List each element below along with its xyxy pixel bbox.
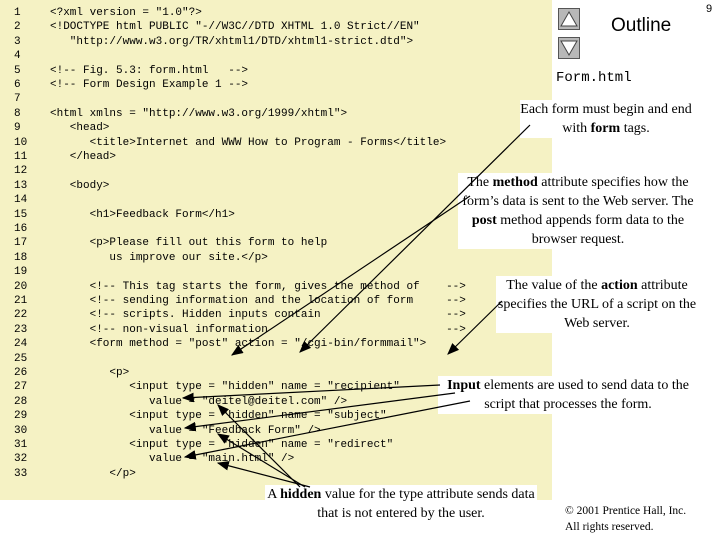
line-number: 6 (14, 79, 21, 91)
line-number: 20 (14, 280, 28, 293)
code-line: <p> (50, 367, 130, 379)
copyright-line-1: © 2001 Prentice Hall, Inc. (565, 505, 687, 517)
code-line: <!-- non-visual information --> (50, 323, 466, 336)
line-number: 21 (14, 295, 28, 307)
line-number: 12 (14, 165, 28, 178)
line-number: 27 (14, 381, 28, 394)
code-line: <p>Please fill out this form to help (50, 237, 328, 250)
copyright-line-2: All rights reserved. (565, 521, 654, 533)
callout-method: The method attribute specifies how the f… (458, 173, 698, 249)
callout-action: The value of the action attribute specif… (496, 276, 698, 333)
line-number: 30 (14, 424, 28, 437)
line-number: 24 (14, 338, 28, 351)
code-line: <input type = "hidden" name = "recipient… (50, 381, 400, 394)
code-line: <!-- Fig. 5.3: form.html --> (50, 64, 249, 77)
line-number: 31 (14, 439, 28, 451)
code-line: "http://www.w3.org/TR/xhtml1/DTD/xhtml1-… (50, 35, 414, 48)
line-number: 8 (14, 107, 21, 120)
code-line: <form method = "post" action = "/cgi-bin… (50, 338, 427, 351)
line-number: 7 (14, 93, 21, 106)
line-number: 10 (14, 136, 28, 149)
line-number: 15 (14, 208, 28, 221)
code-line: value = "main.html" /> (50, 453, 295, 466)
outline-title: Outline (611, 15, 672, 36)
code-line: <!-- This tag starts the form, gives the… (50, 280, 466, 293)
line-number: 18 (14, 251, 28, 264)
code-line: <!-- scripts. Hidden inputs contain --> (50, 309, 466, 322)
code-line: <head> (50, 122, 110, 135)
line-number: 29 (14, 410, 28, 423)
file-name: Form.html (556, 70, 632, 86)
line-number: 9 (14, 122, 21, 135)
line-number: 33 (14, 467, 28, 480)
code-line: <html xmlns = "http://www.w3.org/1999/xh… (50, 107, 348, 120)
callout-input: Input elements are used to send data to … (438, 376, 698, 414)
triangle-up-icon (560, 10, 578, 27)
line-number: 13 (14, 179, 28, 192)
copyright-notice: © 2001 Prentice Hall, Inc. All rights re… (565, 503, 686, 535)
code-line: <!-- sending information and the locatio… (50, 295, 466, 307)
code-line: <input type = "hidden" name = "subject" (50, 410, 387, 423)
triangle-down-icon (560, 40, 578, 57)
line-number: 32 (14, 453, 28, 466)
code-line: </head> (50, 151, 117, 163)
line-number: 5 (14, 64, 21, 77)
code-line: <body> (50, 179, 110, 192)
line-number: 25 (14, 352, 28, 365)
line-number: 23 (14, 323, 28, 336)
callout-form-tags: Each form must begin and end with form t… (520, 100, 692, 138)
code-line: </p> (50, 467, 136, 480)
code-line: <title>Internet and WWW How to Program -… (50, 136, 447, 149)
line-number: 28 (14, 395, 28, 408)
code-line: us improve our site.</p> (50, 251, 268, 264)
callout-hidden: A hidden value for the type attribute se… (265, 485, 537, 523)
line-number: 17 (14, 237, 28, 250)
code-line: <?xml version = "1.0"?> (50, 7, 202, 19)
code-line: value = "Feedback Form" /> (50, 424, 321, 437)
line-number: 26 (14, 367, 28, 379)
line-number: 11 (14, 151, 28, 163)
line-number: 16 (14, 223, 28, 235)
line-number: 1 (14, 7, 21, 19)
line-number: 4 (14, 50, 21, 63)
page-number: 9 (706, 3, 713, 15)
code-line: <!-- Form Design Example 1 --> (50, 79, 249, 91)
line-number: 14 (14, 194, 28, 207)
code-line: <h1>Feedback Form</h1> (50, 208, 235, 221)
code-line: <!DOCTYPE html PUBLIC "-//W3C//DTD XHTML… (50, 21, 420, 34)
line-number: 3 (14, 35, 21, 48)
outline-up-button[interactable] (558, 8, 580, 30)
code-line: value = "deitel@deitel.com" /> (50, 395, 348, 408)
line-number: 19 (14, 266, 28, 279)
line-number: 2 (14, 21, 21, 34)
code-line: <input type = "hidden" name = "redirect" (50, 439, 394, 451)
line-number: 22 (14, 309, 28, 322)
outline-down-button[interactable] (558, 37, 580, 59)
